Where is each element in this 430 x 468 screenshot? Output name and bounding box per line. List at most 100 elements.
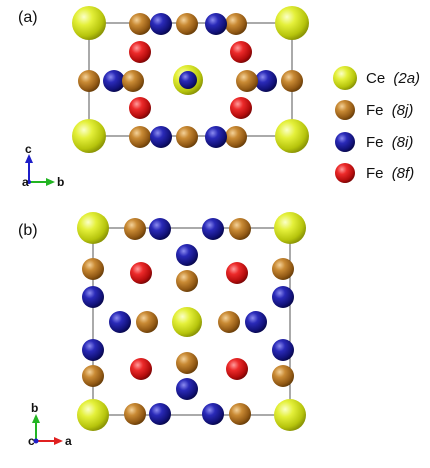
fe-8j-atom — [136, 311, 158, 333]
fe-8f-atom — [230, 41, 252, 63]
fe-8i-atom — [176, 244, 198, 266]
ce-2a-atom — [77, 399, 109, 431]
fe-8j-atom — [124, 218, 146, 240]
legend-item-fe-8i: Fe (8i) — [335, 132, 413, 152]
axis-vertical-label-a: c — [25, 142, 32, 156]
svg-text:Fe (8i): Fe (8i) — [366, 134, 413, 151]
legend-site-8j: (8j) — [392, 102, 414, 119]
fe-8j-atom — [229, 403, 251, 425]
svg-text:Ce (2a): Ce (2a) — [366, 70, 420, 87]
axis-vertical-arrowhead-b — [32, 414, 40, 423]
fe-8j-atom — [225, 13, 247, 35]
svg-text:Fe (8j): Fe (8j) — [366, 102, 413, 119]
axis-horizontal-label-b: a — [65, 434, 72, 448]
panel-a-structure — [72, 6, 309, 153]
panel-b-label: (b) — [18, 222, 38, 239]
fe-8i-atom — [272, 286, 294, 308]
legend-item-fe-8j: Fe (8j) — [335, 100, 413, 120]
fe-8i-atom — [150, 126, 172, 148]
legend-item-ce-2a: Ce (2a) — [333, 66, 420, 90]
fe-8f-atom — [129, 97, 151, 119]
ce-2a-atom — [77, 212, 109, 244]
fe-8j-atom — [218, 311, 240, 333]
fe-8i-atom — [82, 286, 104, 308]
ce-2a-atom — [275, 6, 309, 40]
fe-8j-atom — [281, 70, 303, 92]
fe-8j-atom — [129, 13, 151, 35]
fe-8j-atom — [176, 13, 198, 35]
legend-site-8i: (8i) — [392, 134, 414, 151]
axis-origin-dot-b — [33, 438, 39, 444]
fe-8i-atom — [245, 311, 267, 333]
fe-8i-atom — [82, 339, 104, 361]
fe-8i-atom — [202, 218, 224, 240]
fe-8j-atom — [272, 258, 294, 280]
fe-8i-atom — [255, 70, 277, 92]
fe-8f-atom — [130, 358, 152, 380]
fe-8j-atom — [236, 70, 258, 92]
ce-2a-atom — [274, 399, 306, 431]
legend-site-8f: (8f) — [392, 165, 415, 182]
fe-8j-atom — [176, 126, 198, 148]
fe-8i-atom — [149, 403, 171, 425]
fe-8j-atom — [122, 70, 144, 92]
fe-8i-atom — [205, 13, 227, 35]
ce-swatch-icon — [333, 66, 357, 90]
ce-2a-atom — [274, 212, 306, 244]
legend-element-fe-8f: Fe — [366, 165, 384, 182]
atoms-a — [72, 6, 309, 153]
fe-8f-atom — [129, 41, 151, 63]
fe-8j-atom — [229, 218, 251, 240]
axis-indicator-b: b a c — [28, 401, 72, 448]
fe-8j-atom — [176, 352, 198, 374]
svg-text:Fe (8f): Fe (8f) — [366, 165, 414, 182]
ce-2a-atom — [172, 307, 202, 337]
fe-8i-swatch-icon — [335, 132, 355, 152]
fe-8f-atom — [230, 97, 252, 119]
fe-8f-atom — [130, 262, 152, 284]
fe-8i-atom — [272, 339, 294, 361]
fe-8i-atom — [150, 13, 172, 35]
ce-2a-atom — [275, 119, 309, 153]
fe-8j-swatch-icon — [335, 100, 355, 120]
fe-8j-atom — [129, 126, 151, 148]
axis-indicator-a: c b a — [22, 142, 64, 189]
legend-site-2a: (2a) — [393, 70, 420, 87]
fe-8i-atom — [205, 126, 227, 148]
axis-origin-label-b: c — [28, 434, 35, 448]
fe-8f-atom — [226, 358, 248, 380]
fe-8f-swatch-icon — [335, 163, 355, 183]
legend-item-fe-8f: Fe (8f) — [335, 163, 414, 183]
axis-origin-label-a: a — [22, 175, 29, 189]
axis-horizontal-arrowhead-b — [54, 437, 63, 445]
axis-vertical-arrowhead-a — [25, 154, 33, 163]
ce-2a-atom — [72, 119, 106, 153]
fe-8i-atom — [202, 403, 224, 425]
axis-vertical-label-b: b — [31, 401, 38, 415]
panel-b-structure — [77, 212, 306, 431]
legend-element-fe-8j: Fe — [366, 102, 384, 119]
fe-8i-atom — [176, 378, 198, 400]
fe-8i-atom — [109, 311, 131, 333]
fe-8f-atom — [226, 262, 248, 284]
axis-horizontal-label-a: b — [57, 175, 64, 189]
fe-8i-atom — [103, 70, 125, 92]
ce-2a-atom — [72, 6, 106, 40]
atoms-b — [77, 212, 306, 431]
fe-8j-atom — [176, 270, 198, 292]
fe-8j-atom — [82, 365, 104, 387]
fe-8j-atom — [78, 70, 100, 92]
legend: Ce (2a) Fe (8j) Fe (8i) Fe (8f) — [333, 66, 420, 183]
fe-8i-atom — [149, 218, 171, 240]
fe-8j-atom — [124, 403, 146, 425]
axis-origin-dot-a — [27, 180, 31, 184]
fe-8i-atom — [179, 71, 197, 89]
fe-8j-atom — [82, 258, 104, 280]
fe-8j-atom — [225, 126, 247, 148]
axis-horizontal-arrowhead-a — [46, 178, 55, 186]
legend-element-ce: Ce — [366, 70, 385, 87]
fe-8j-atom — [272, 365, 294, 387]
unit-cell-b — [92, 227, 291, 416]
panel-a-label: (a) — [18, 9, 38, 26]
